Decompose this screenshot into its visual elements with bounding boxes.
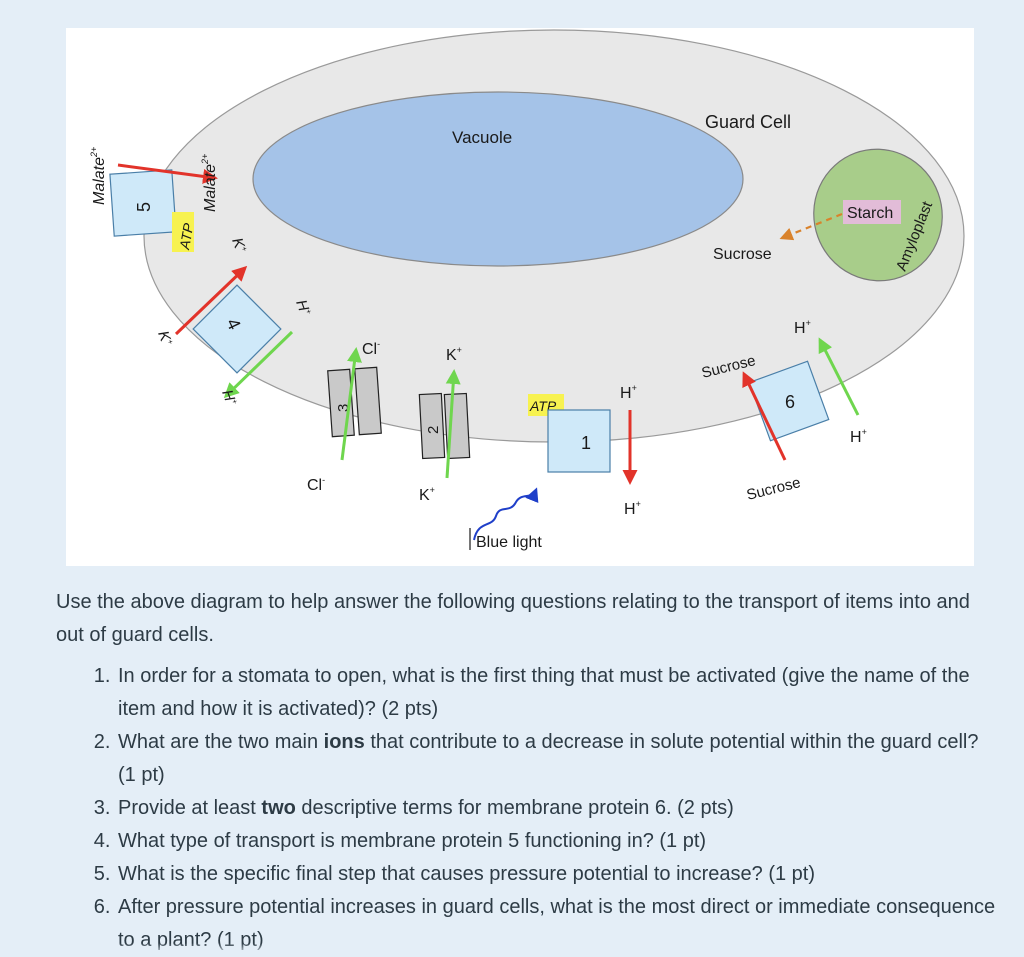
question-item: What type of transport is membrane prote… bbox=[116, 825, 996, 858]
k-outside-label: K+ bbox=[154, 329, 175, 349]
k-outside-label-2: K+ bbox=[419, 485, 435, 504]
question-section: Use the above diagram to help answer the… bbox=[56, 586, 996, 957]
vacuole-label: Vacuole bbox=[452, 128, 512, 147]
blue-light-wave bbox=[473, 487, 539, 541]
h-outside-label-4: H+ bbox=[218, 388, 239, 409]
question-item: What is the specific final step that cau… bbox=[116, 858, 996, 891]
sucrose-arrow-protein-6 bbox=[742, 371, 787, 461]
bottom-fade bbox=[0, 943, 1024, 955]
diagram-svg: Guard Cell Vacuole Amyloplast Starch Suc… bbox=[66, 28, 974, 566]
channel-3-number: 3 bbox=[335, 404, 352, 412]
protein-4: 4 bbox=[192, 284, 282, 374]
protein-6-number: 6 bbox=[785, 392, 795, 412]
protein-1: 1 bbox=[547, 409, 611, 473]
atp-box-left bbox=[172, 212, 194, 252]
svg-text:H+: H+ bbox=[292, 298, 313, 319]
svg-text:Malate2+: Malate2+ bbox=[89, 147, 108, 205]
sucrose-label-top: Sucrose bbox=[713, 246, 772, 263]
h-arrow-protein-4 bbox=[223, 330, 294, 399]
guard-cell-diagram: Guard Cell Vacuole Amyloplast Starch Suc… bbox=[66, 28, 974, 566]
svg-text:K+: K+ bbox=[228, 236, 249, 256]
malate-inside-label: Malate2+ bbox=[200, 154, 219, 212]
channel-2-number: 2 bbox=[425, 426, 442, 434]
malate-arrow bbox=[117, 163, 218, 184]
h-inside-label-6: H+ bbox=[794, 318, 811, 337]
k-inside-label-2: K+ bbox=[446, 345, 462, 364]
question-item: What are the two main ions that contribu… bbox=[116, 726, 996, 792]
channel-3: 3 bbox=[327, 366, 382, 438]
h-outside-label-1: H+ bbox=[624, 499, 641, 518]
protein-1-number: 1 bbox=[581, 433, 591, 453]
svg-text:K+: K+ bbox=[154, 329, 175, 349]
atp-label-left: ATP bbox=[176, 221, 197, 251]
h-arrow-protein-6 bbox=[818, 337, 860, 416]
cl-outside-label: Cl- bbox=[307, 475, 325, 494]
k-arrow-protein-4 bbox=[174, 265, 248, 336]
question-list: In order for a stomata to open, what is … bbox=[56, 660, 996, 957]
k-inside-label: K+ bbox=[228, 236, 249, 256]
svg-text:H+: H+ bbox=[218, 388, 239, 409]
protein-5-number: 5 bbox=[134, 202, 154, 212]
question-item: Provide at least two descriptive terms f… bbox=[116, 792, 996, 825]
vacuole bbox=[252, 91, 744, 267]
starch-label: Starch bbox=[847, 205, 893, 222]
h-outside-label-6: H+ bbox=[850, 427, 867, 446]
cl-inside-label: Cl- bbox=[362, 339, 380, 358]
protein-5: 5 bbox=[109, 169, 177, 237]
question-item: In order for a stomata to open, what is … bbox=[116, 660, 996, 726]
starch-box bbox=[843, 200, 901, 224]
intro-text: Use the above diagram to help answer the… bbox=[56, 591, 970, 646]
h-inside-label-4: H+ bbox=[292, 298, 313, 319]
malate-outside-label: Malate2+ bbox=[89, 147, 108, 205]
k-arrow-channel-2 bbox=[445, 369, 461, 479]
h-inside-label-1: H+ bbox=[620, 383, 637, 402]
blue-light-label: Blue light bbox=[476, 534, 542, 551]
svg-text:Malate2+: Malate2+ bbox=[200, 154, 219, 212]
cl-arrow bbox=[340, 347, 362, 461]
guard-cell-label: Guard Cell bbox=[705, 112, 791, 132]
protein-6: 6 bbox=[748, 360, 830, 442]
